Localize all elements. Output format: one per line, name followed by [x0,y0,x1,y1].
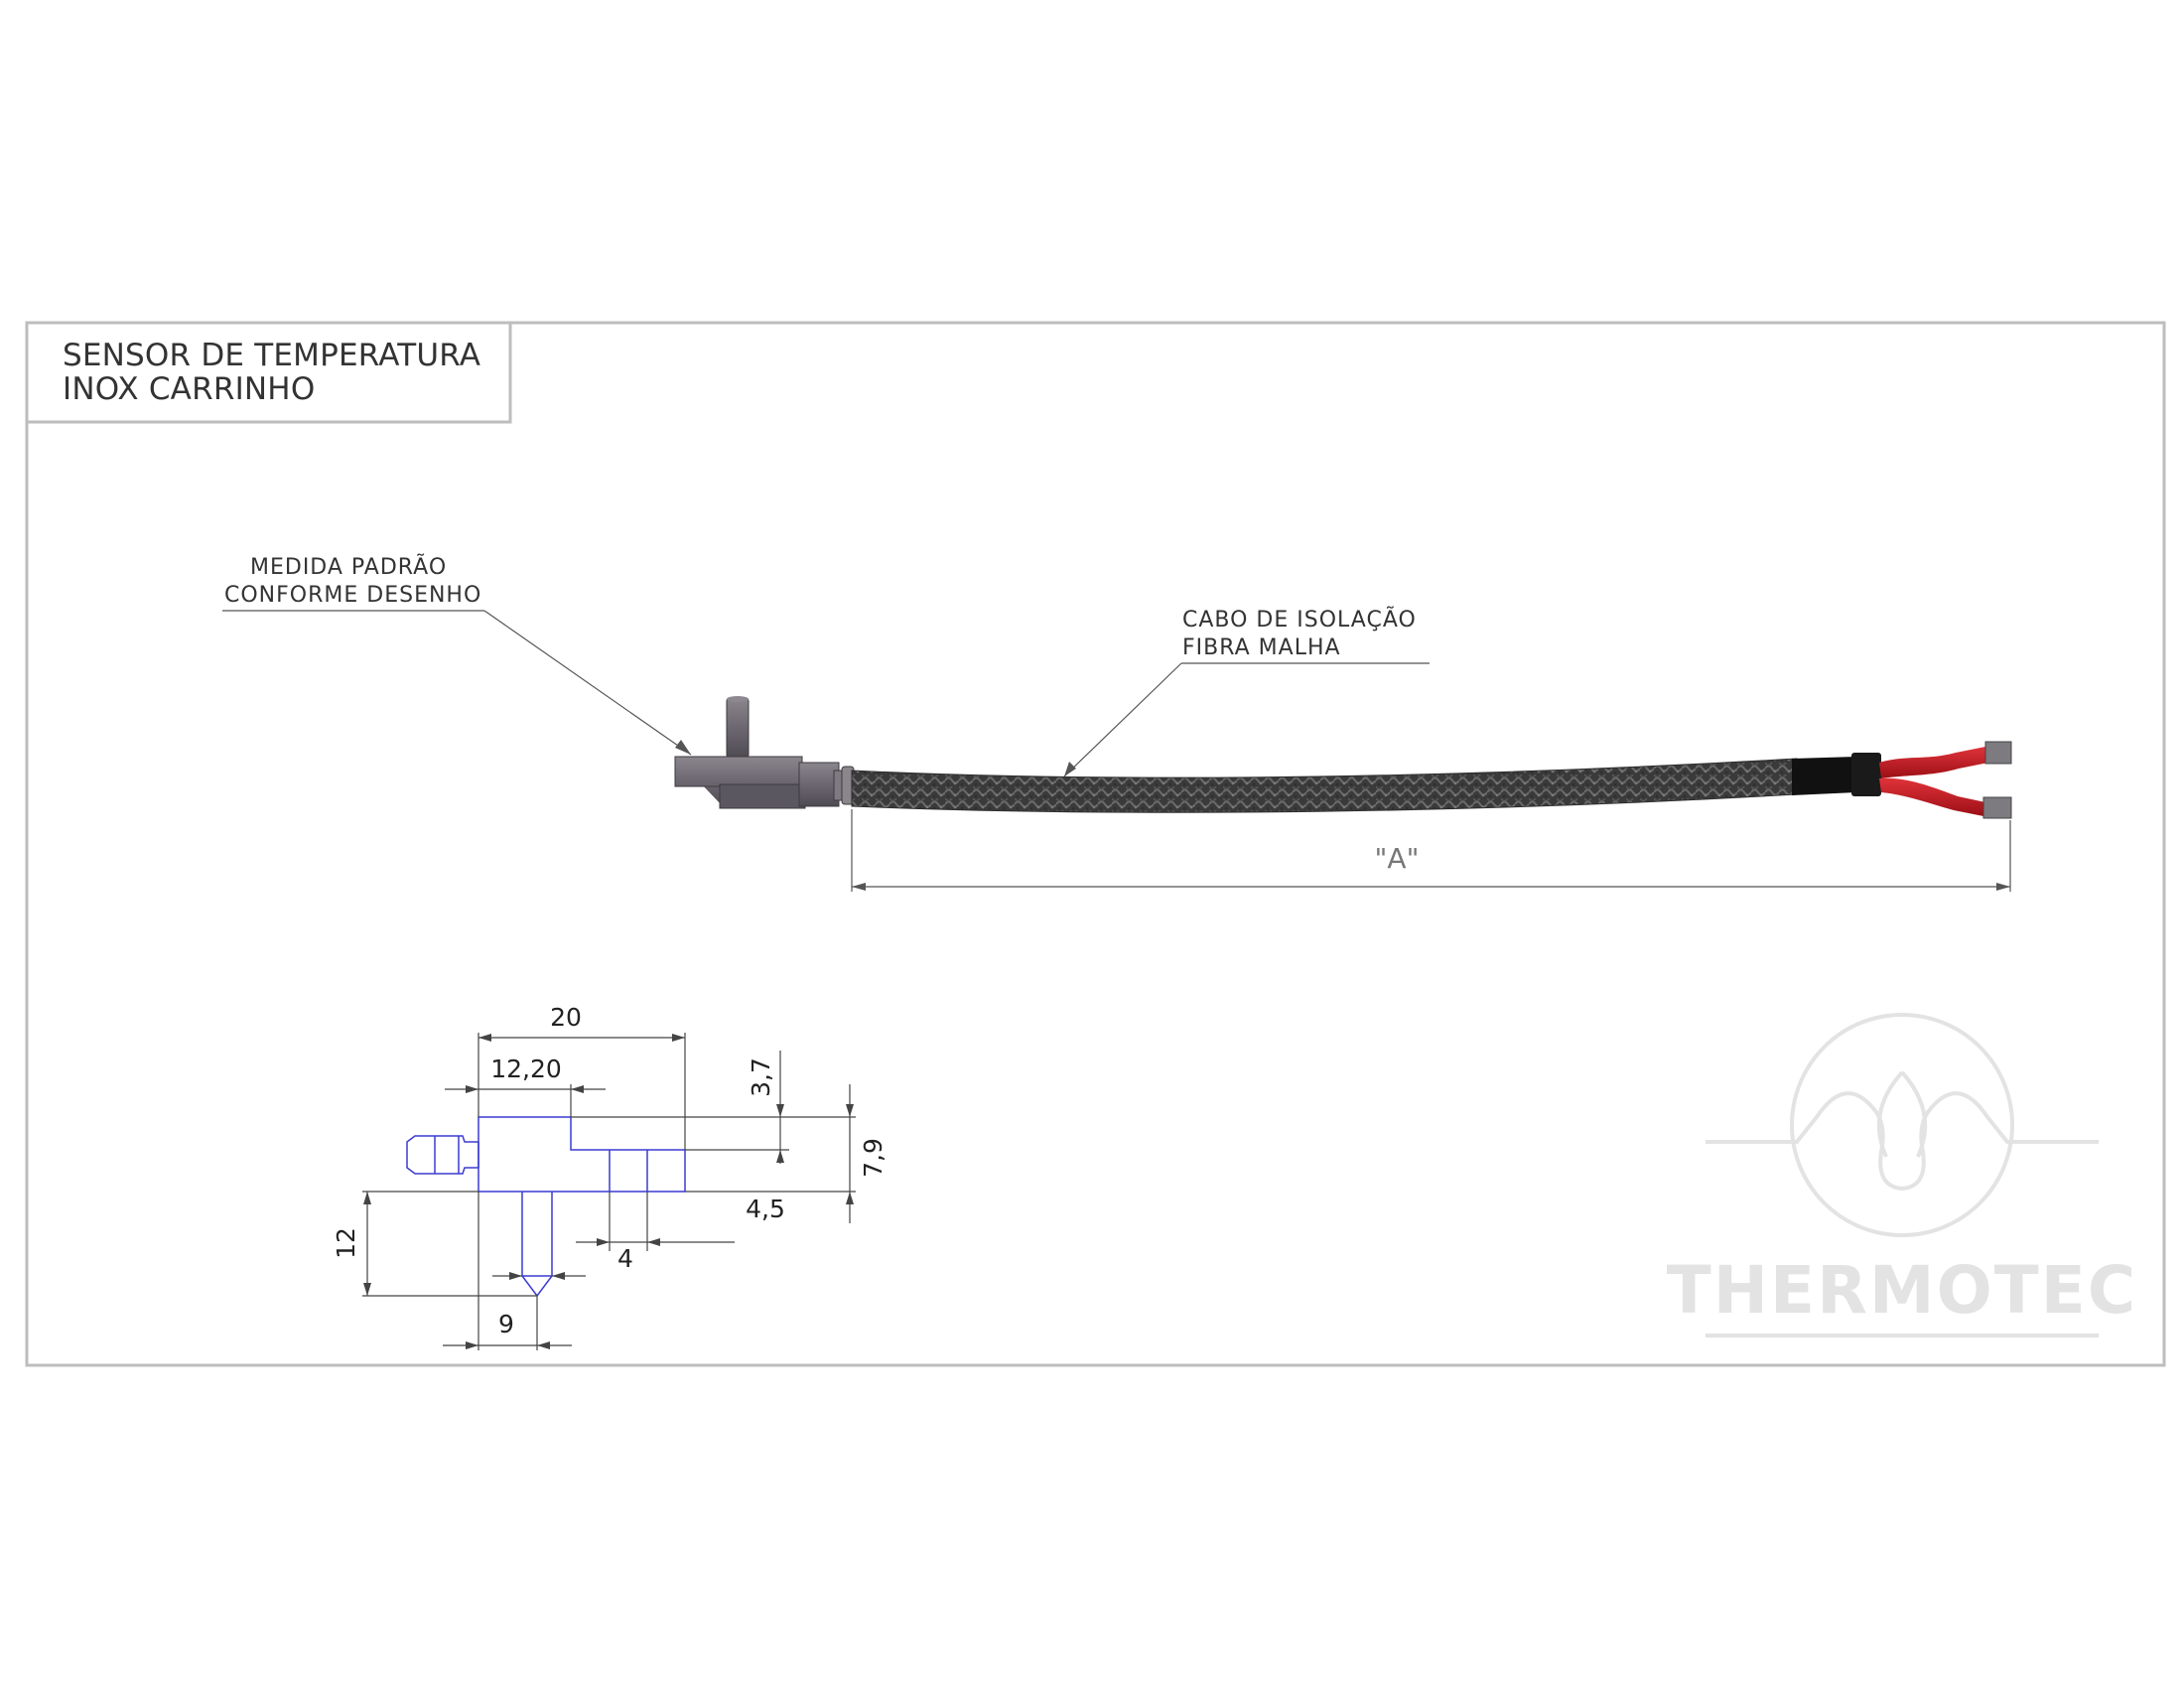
dim-overall-length: 20 [550,1003,582,1032]
dim-top-step: 3,7 [747,1057,775,1097]
cable-length-label: "A" [1375,842,1420,875]
heat-shrink [1851,753,1881,796]
dim-tip-offset: 4,5 [746,1195,785,1223]
terminal-lower [1982,796,2012,819]
dimension-lines [362,1033,856,1350]
sensor-illustration [674,696,855,809]
dim-slot-width: 4 [617,1244,633,1273]
callout-sensor-line-2: CONFORME DESENHO [224,583,481,608]
callout-cable-line-1: CABO DE ISOLAÇÃO [1182,606,1417,633]
dim-probe-position: 9 [498,1310,514,1338]
braided-cable [851,758,1798,813]
callout-sensor-line-1: MEDIDA PADRÃO [250,553,447,580]
drawing-frame [25,321,2166,1367]
callout-sensor-leader [483,610,692,756]
dim-body-length: 12,20 [490,1055,562,1083]
callout-cable-leader [1063,662,1182,777]
title-box [27,321,512,424]
dim-probe-length: 12 [332,1227,360,1259]
terminal-upper [1984,741,2012,765]
title-line-1: SENSOR DE TEMPERATURA [63,338,480,373]
title-line-2: INOX CARRINHO [63,371,315,407]
cable-end-sleeve [1792,757,1856,795]
cable-length-dimension: "A" [851,809,2011,892]
thermotec-logo: THERMOTEC [1667,1013,2138,1337]
red-wire-upper [1879,747,1988,778]
logo-wordmark: THERMOTEC [1667,1252,2138,1329]
dim-total-height: 7,9 [859,1138,887,1178]
callout-cable-line-2: FIBRA MALHA [1182,635,1341,660]
red-wire-lower [1879,777,1985,816]
sensor-outline-drawing [406,1116,686,1298]
